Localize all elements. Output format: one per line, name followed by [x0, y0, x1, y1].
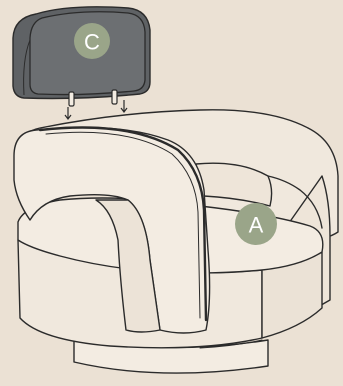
headrest-seam [23, 39, 31, 96]
headrest-post-left [68, 91, 75, 107]
right-arm-top [267, 175, 323, 229]
insert-arrow-right-icon [120, 100, 128, 113]
headrest-post-right [111, 89, 118, 105]
arm-piping [38, 126, 208, 322]
label-a-text: A [249, 213, 264, 238]
arm-piping-inner [45, 131, 201, 319]
label-c-marker: C [74, 23, 110, 59]
label-c-text: C [84, 30, 100, 55]
arm-front-face [95, 199, 161, 333]
swivel-base-shadow [199, 339, 263, 349]
label-a-circle [235, 203, 277, 245]
back-cushion [195, 162, 273, 207]
label-a-marker: A [235, 203, 277, 245]
insert-arrow-left-icon [64, 107, 72, 120]
headrest-group [12, 6, 151, 120]
label-c-circle [74, 23, 110, 59]
chair-group [13, 109, 339, 374]
